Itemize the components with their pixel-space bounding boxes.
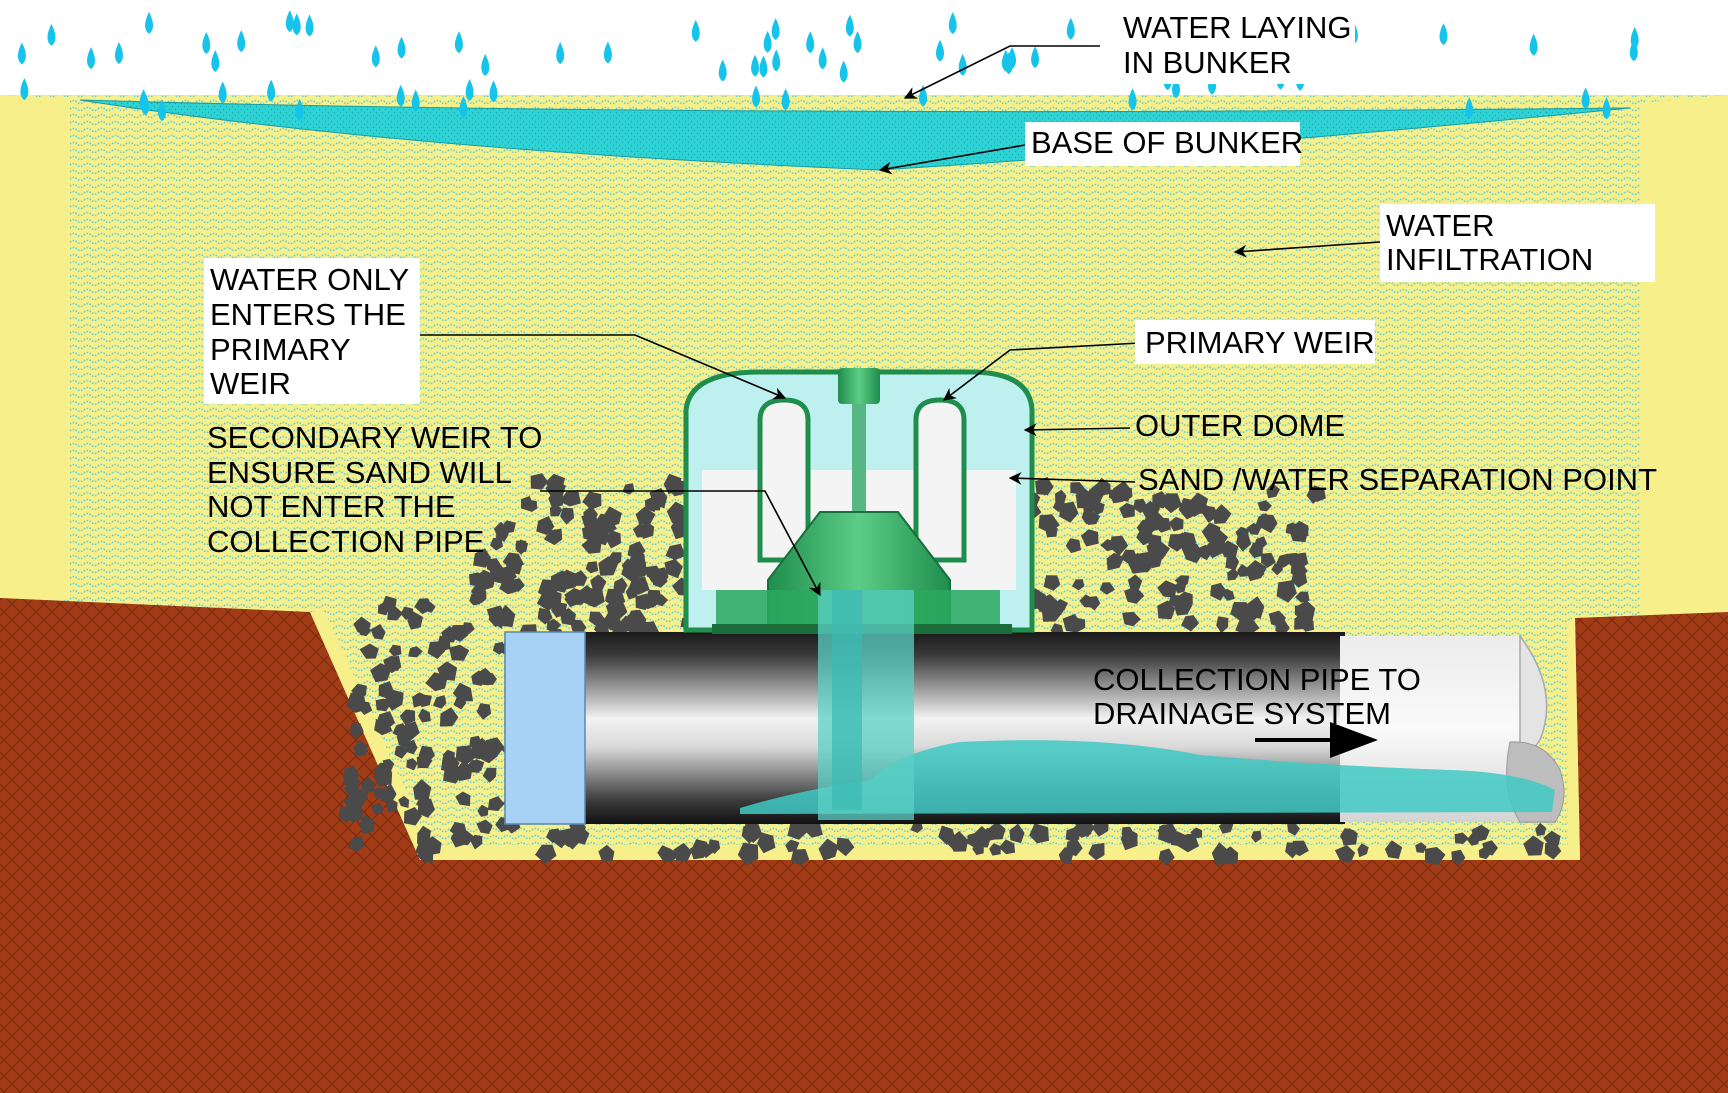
collection-pipe <box>505 632 1564 824</box>
label-separation-point: SAND /WATER SEPARATION POINT <box>1138 462 1657 497</box>
pipe-end-cap <box>505 632 585 824</box>
rod-cap <box>838 368 880 404</box>
label-collection-pipe: COLLECTION PIPE TO DRAINAGE SYSTEM <box>1093 662 1430 731</box>
sand-edge-left <box>0 95 70 600</box>
downpipe-stream <box>832 590 862 810</box>
primary-weir-right <box>916 400 964 560</box>
label-base-of-bunker: BASE OF BUNKER <box>1031 125 1303 160</box>
label-outer-dome: OUTER DOME <box>1135 408 1345 443</box>
sky <box>0 0 1728 110</box>
label-primary-weir: PRIMARY WEIR <box>1145 325 1375 360</box>
sand-edge-right <box>1640 95 1728 620</box>
